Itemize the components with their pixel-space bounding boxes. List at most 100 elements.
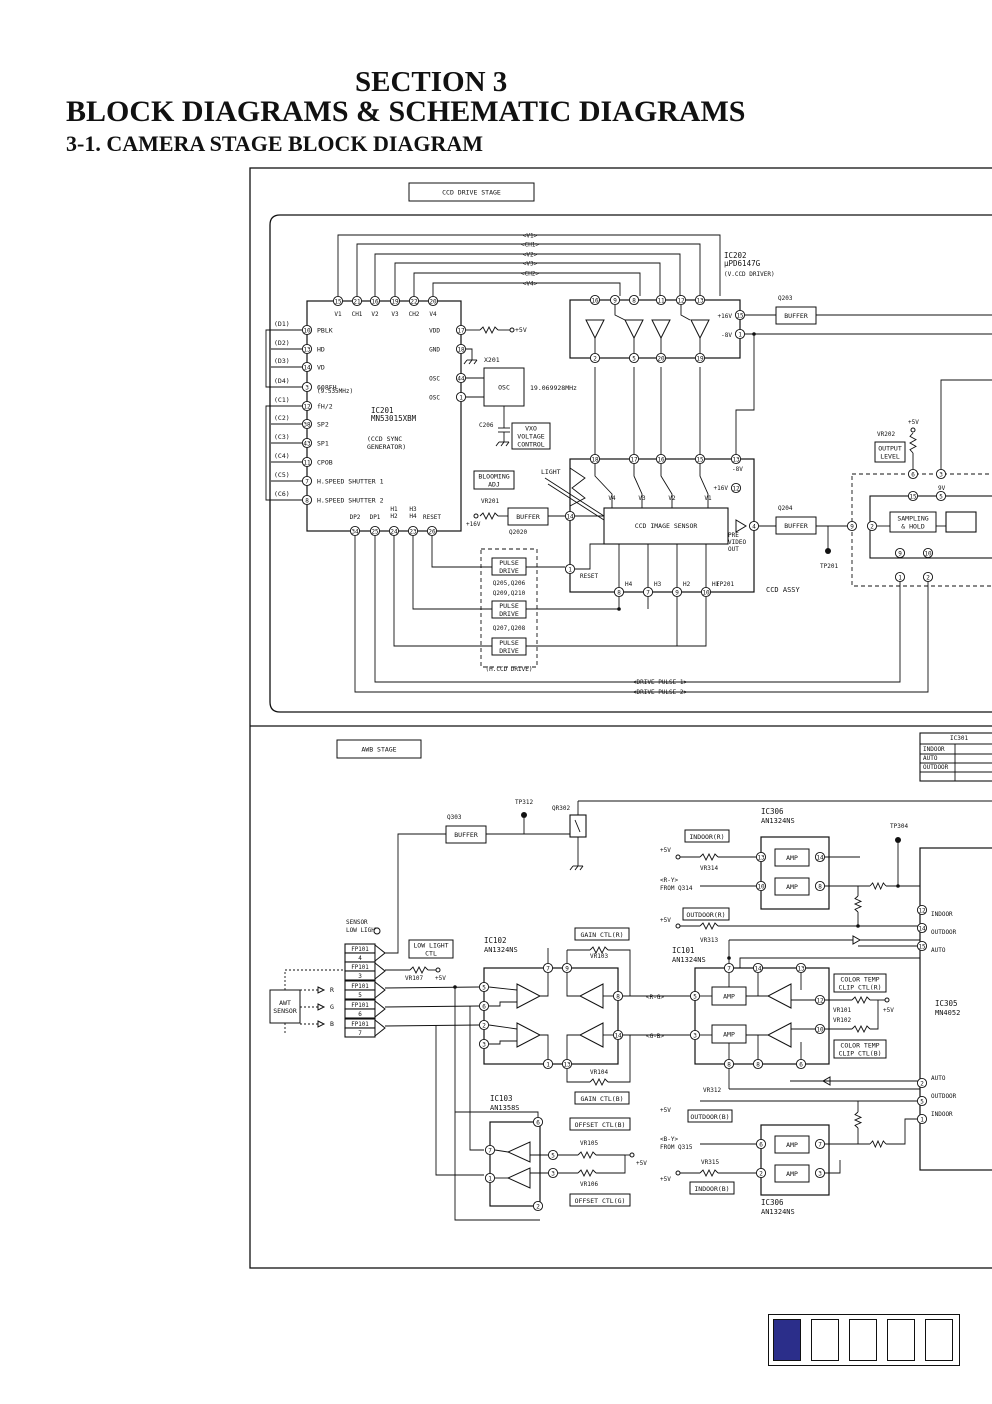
ic201-bottom-pin-25-number: 25 [371,528,379,535]
wire [575,543,604,570]
bus-label: <V4> [523,281,538,288]
low-light-ctl: LOW LIGHT [413,942,448,950]
vr315-resistor [699,1168,719,1178]
ic101-pin-number: 5 [693,993,697,1000]
ic202-supply: -8V [721,332,732,339]
drive-pulse-1-line [374,536,901,683]
resistor-symbol [853,1111,863,1129]
ic305-pin-name: INDOOR [931,1111,953,1118]
ic201-right-pin-17-circle [455,324,467,336]
pulse-drive-3: PULSE [499,639,519,647]
pulse-drive-2: PULSE [499,602,519,610]
color-temp-clip-b-box [833,1039,887,1059]
pulse-drive-2: DRIVE [499,610,519,618]
page-tab-1[interactable] [773,1319,801,1361]
fp101-arrow [374,1018,386,1038]
ic306-upper-amp-1-box [774,848,810,867]
ic103-pin-circle [547,1149,559,1161]
light-arrow [544,477,605,517]
sensor-name: +16V [714,485,729,492]
ic306-pin-number: 13 [757,854,765,861]
sensor-bottom-name: H3 [654,581,662,588]
ic101-clip-2 [766,1022,792,1048]
ccd-stage-label: CCD DRIVE STAGE [442,189,501,197]
sensor-bottom-pin-10-circle [700,586,712,598]
wire [886,1118,917,1145]
bracket [265,405,271,501]
ic201-top-pin-20-circle [427,295,439,307]
ic201-right-pin-18-circle [455,343,467,355]
color-temp-clip-r: COLOR TEMP [840,976,879,984]
ic202-top-pin-9-number: 9 [613,297,617,304]
wire [384,1024,480,1027]
page-tab-3[interactable] [849,1319,877,1361]
sh-pin-number: 2 [870,523,874,530]
ic201-connector: (D3) [274,357,290,365]
ic301-table [919,732,992,782]
ic305-pin-15-circle [916,940,928,952]
pulse-drive-1-box [491,557,527,576]
indoor-b-label-box [689,1181,735,1195]
ic102-pin-circle [478,1038,490,1050]
ic201-pin-14-number: 14 [303,364,311,371]
wire [494,1149,509,1153]
wire [412,536,492,610]
ic201-pin-8-circle [301,494,313,506]
sensor-bottom-name: H2 [683,581,691,588]
bus-label: <V2> [523,252,538,259]
ground-symbol [569,865,574,871]
ic201-pin-name: SP2 [317,421,329,429]
ic201-pin-name: PBLK [317,327,333,335]
wire [735,334,755,455]
page-tab-2[interactable] [811,1319,839,1361]
ic306-pin-number: 7 [818,1141,822,1148]
ground-symbol [579,865,584,871]
ic201-right-name: OSC [429,395,440,402]
ic202-top-pin-16-circle [589,294,601,306]
mode-row-auto: AUTO [923,755,938,762]
vr102-label: VR102 [833,1017,851,1024]
ic202-title: IC202 [724,251,747,260]
bus-label: <CH2> [521,271,539,278]
osc-freq: 19.069928MHz [530,384,577,392]
ic202-bottom-pin-19-number: 19 [696,355,704,362]
sh-pin-circle [907,490,919,502]
g-b-signal: <G-B> [646,1033,664,1040]
ic306-pin-number: 2 [759,1170,763,1177]
ic201-pin-7-circle [301,475,313,487]
ic201-connector: (C3) [274,433,290,441]
ic201-bottom-pin-34-number: 34 [351,528,359,535]
vr106-resistor [577,1168,597,1178]
ic201-bottom-pin-34-circle [349,525,361,537]
sh-pin-circle [907,468,919,480]
fp101-label: FP101 [351,965,369,971]
sensor-top-pin-13-circle [730,453,742,465]
ic201-pin-3-number: 3 [305,384,309,391]
ic202-top-pin-12-number: 12 [677,297,685,304]
ic201-top-pin-22-number: 22 [410,298,418,305]
ic201-top-pin-20-number: 20 [429,298,437,305]
ground-symbol [505,441,510,447]
ic102-pin-circle [612,1029,624,1041]
sh-pin-circle [894,571,906,583]
ic305-pin-15-number: 15 [918,943,926,950]
ic201-pin-name: H.SPEED SHUTTER 2 [317,497,384,505]
wire [284,969,345,990]
plus5-label: +5V [660,1176,671,1183]
oscillator: OSC [498,384,510,392]
page-tab-5[interactable] [925,1319,953,1361]
junction [896,884,900,888]
ic103-pin-number: 2 [536,1203,540,1210]
ic305-pin-name: INDOOR [931,911,953,918]
r-g-signal: <R-G> [646,994,664,1001]
oscillator-box [483,367,525,407]
sh-pin-number: 9 [850,523,854,530]
ic201-pin-43-number: 43 [303,440,311,447]
ic103-pin-circle [547,1167,559,1179]
wire [540,1034,549,1059]
ic101-pin-circle [689,990,701,1002]
color-temp-clip-b: COLOR TEMP [840,1042,879,1050]
ic101-amp-2: AMP [723,1031,735,1039]
wire [566,1069,590,1083]
page-tab-4[interactable] [887,1319,915,1361]
